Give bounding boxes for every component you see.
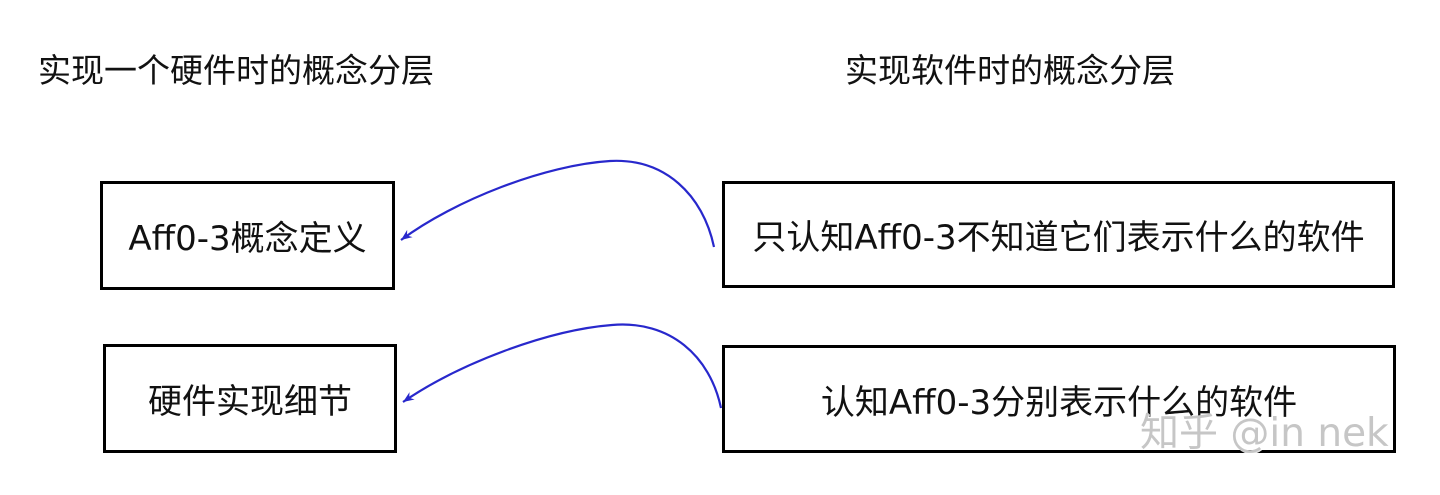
hardware-column-title: 实现一个硬件时的概念分层 — [38, 51, 434, 90]
software-aware-box: 认知Aff0-3分别表示什么的软件 — [722, 345, 1396, 453]
hardware-implementation-detail-label: 硬件实现细节 — [148, 382, 352, 422]
watermark: 知乎 @in nek — [1140, 411, 1389, 456]
arrow-top-software-to-hardware — [400, 159, 716, 248]
software-unaware-box: 只认知Aff0-3不知道它们表示什么的软件 — [722, 181, 1395, 288]
hardware-concept-definition-label: Aff0-3概念定义 — [128, 219, 367, 259]
software-aware-label: 认知Aff0-3分别表示什么的软件 — [820, 382, 1298, 423]
hardware-concept-definition-box: Aff0-3概念定义 — [100, 181, 395, 290]
software-unaware-label: 只认知Aff0-3不知道它们表示什么的软件 — [752, 218, 1365, 258]
arrow-bottom-software-to-hardware — [402, 323, 723, 409]
hardware-implementation-detail-box: 硬件实现细节 — [103, 344, 397, 453]
software-column-title: 实现软件时的概念分层 — [845, 51, 1175, 90]
